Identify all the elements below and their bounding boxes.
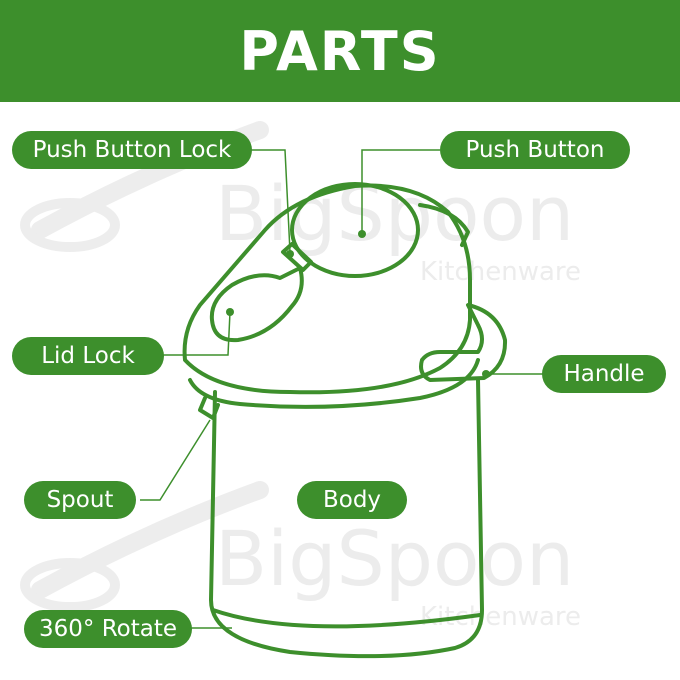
leader-lid-lock <box>160 311 231 356</box>
marker-push-button-lock <box>286 250 294 258</box>
watermark-bottom: BigSpoon Kitchenware <box>20 481 581 632</box>
lid-rim <box>188 358 480 409</box>
label-push-button-lock: Push Button Lock <box>12 131 252 169</box>
marker-push-button <box>358 230 366 238</box>
watermark-subtitle-bottom: Kitchenware <box>420 602 581 632</box>
spout <box>198 396 220 420</box>
watermark-brand-top: BigSpoon <box>215 169 574 258</box>
marker-handle <box>482 370 490 378</box>
pot-body-outline <box>209 378 484 659</box>
leader-spout <box>140 419 211 501</box>
marker-lid-lock <box>226 308 234 316</box>
label-rotate: 360° Rotate <box>24 610 192 648</box>
lid-outline <box>182 183 472 395</box>
header-banner: PARTS <box>0 0 680 102</box>
label-lid-lock: Lid Lock <box>12 337 164 375</box>
label-spout: Spout <box>24 481 136 519</box>
label-body: Body <box>297 481 407 519</box>
lid-hinge <box>418 203 470 247</box>
pot-base-line <box>211 608 482 629</box>
watermark-subtitle-top: Kitchenware <box>420 257 581 287</box>
label-handle: Handle <box>542 355 666 393</box>
lid-lock-shape <box>209 266 304 343</box>
leader-push-button-lock <box>240 149 291 253</box>
push-button-shape <box>290 182 420 278</box>
watermark-top: BigSpoon Kitchenware <box>20 121 581 287</box>
leader-push-button <box>361 149 440 232</box>
watermark-brand-bottom: BigSpoon <box>215 514 574 603</box>
handle-shape <box>419 303 508 382</box>
label-push-button: Push Button <box>440 131 630 169</box>
header-title: PARTS <box>239 19 441 83</box>
